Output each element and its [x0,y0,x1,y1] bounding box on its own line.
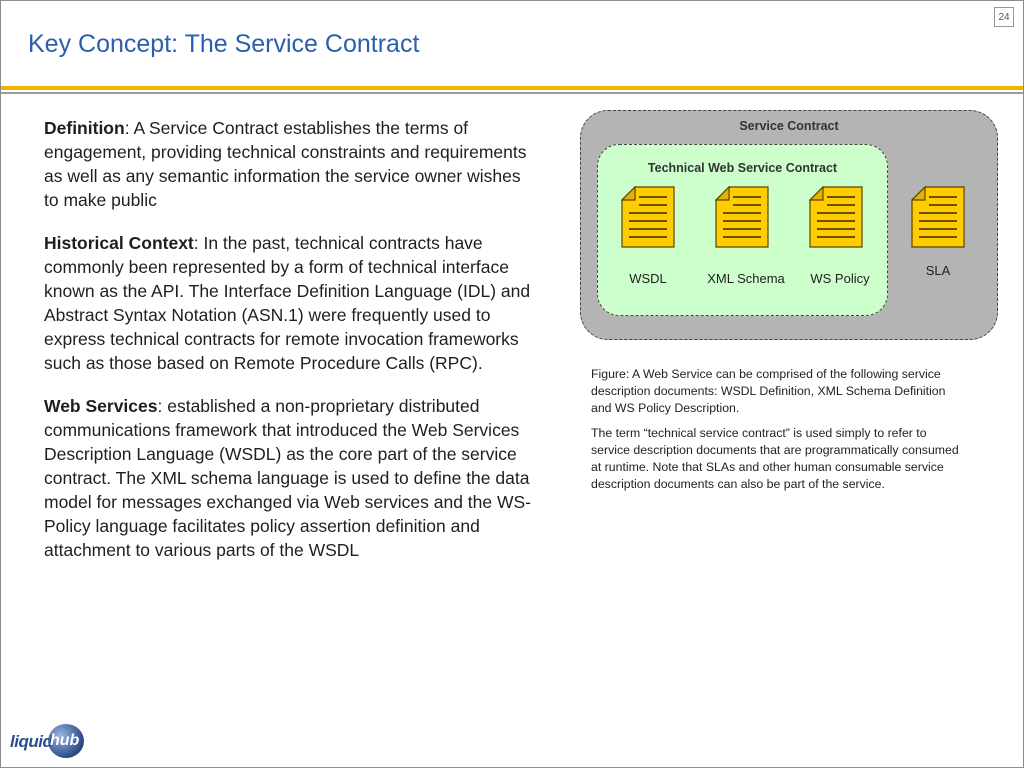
history-paragraph: Historical Context: In the past, technic… [44,231,532,375]
figure-note-text: The term “technical service contract” is… [591,426,959,491]
body-text: Definition: A Service Contract establish… [44,116,532,581]
definition-text: : A Service Contract establishes the ter… [44,118,527,210]
definition-term: Definition [44,118,125,138]
xml-schema-document-icon [715,186,769,248]
liquidhub-logo: liquid hub [10,724,84,760]
history-text: : In the past, technical contracts have … [44,233,531,373]
page-number: 24 [994,7,1014,27]
web-services-term: Web Services [44,396,158,416]
logo-circle [48,724,84,758]
technical-contract-title: Technical Web Service Contract [647,161,838,175]
figure-caption-text: Figure: A Web Service can be comprised o… [591,367,946,415]
header-rule-gold [1,86,1023,90]
page-title: Key Concept: The Service Contract [28,30,420,58]
ws-policy-document-icon [809,186,863,248]
wsdl-document-icon [621,186,675,248]
service-contract-title: Service Contract [739,119,839,133]
history-term: Historical Context [44,233,194,253]
web-services-text: : established a non-proprietary distribu… [44,396,531,560]
logo-text-hub: hub [50,732,80,749]
wsdl-label: WSDL [629,271,667,286]
definition-paragraph: Definition: A Service Contract establish… [44,116,532,212]
sla-label: SLA [925,263,951,278]
logo-text-liquid: liquid [10,732,53,751]
web-services-paragraph: Web Services: established a non-propriet… [44,394,532,562]
figure-caption: Figure: A Web Service can be comprised o… [591,366,961,501]
ws-policy-label: WS Policy [810,271,870,286]
sla-document-icon [911,186,965,248]
header-rule-gray [1,92,1023,94]
xml-schema-label: XML Schema [707,271,785,286]
